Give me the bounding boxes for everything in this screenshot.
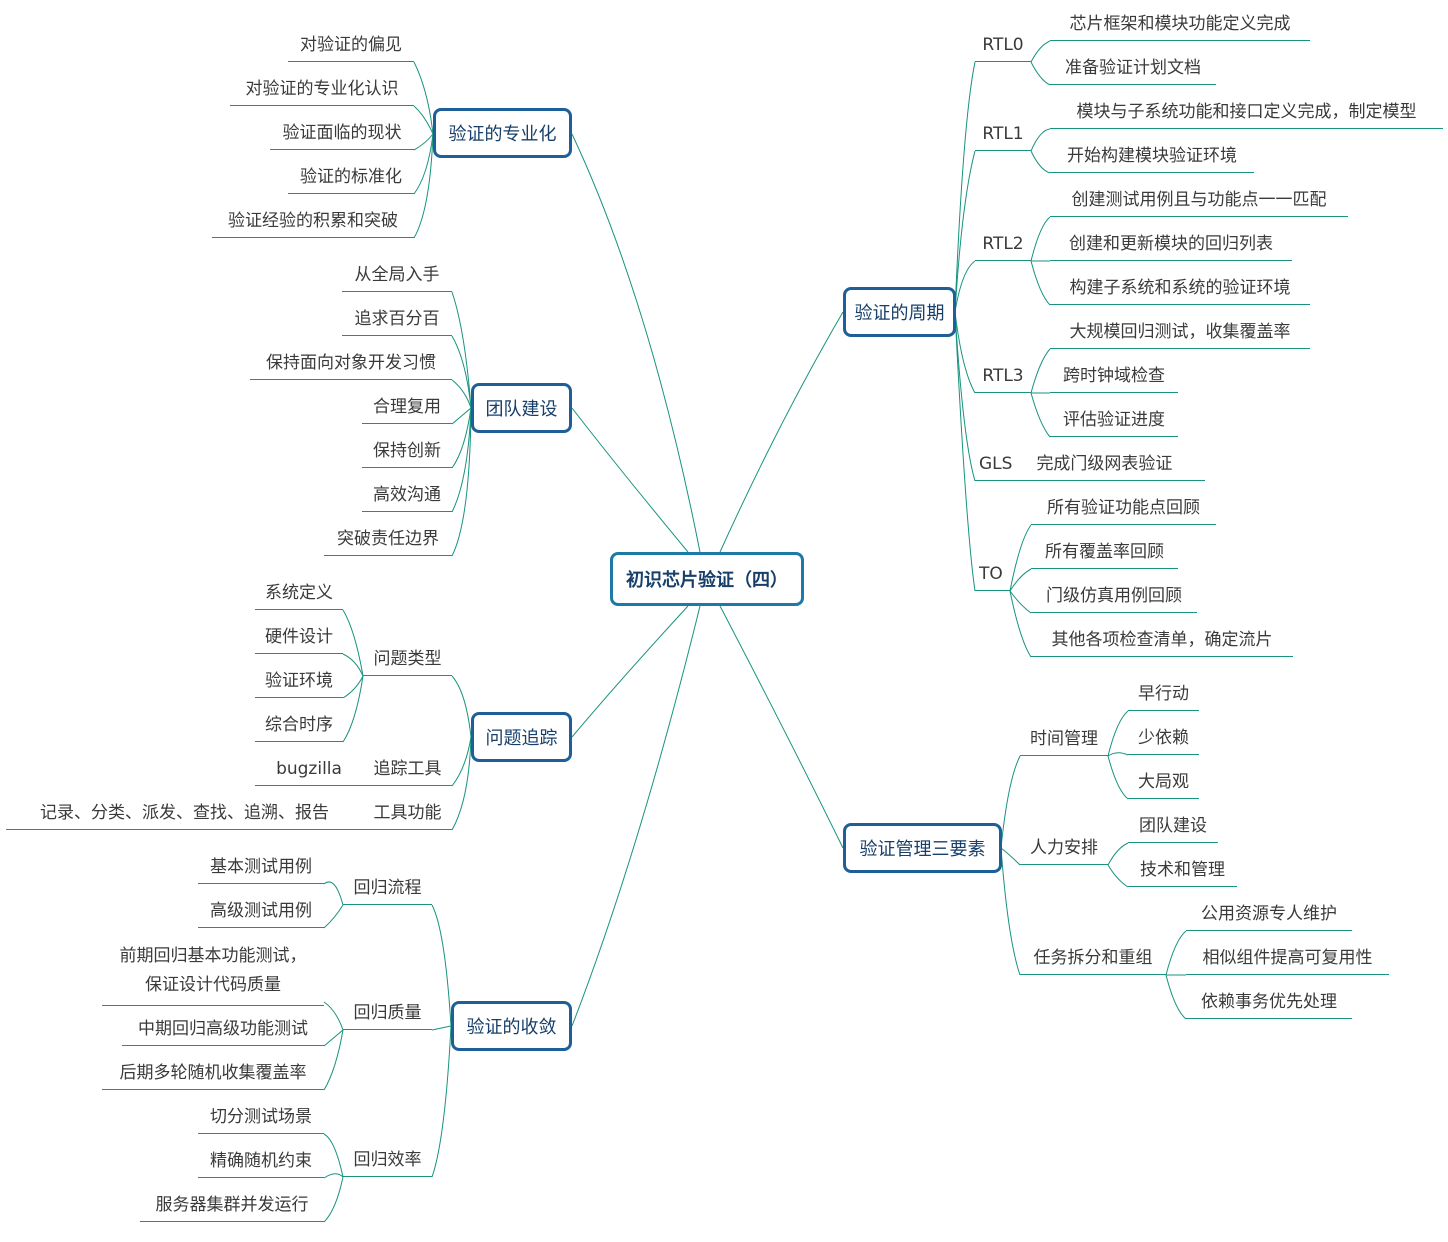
stage-item[interactable]: 大规模回归测试，收集覆盖率: [1050, 321, 1310, 349]
stage-item[interactable]: 芯片框架和模块功能定义完成: [1050, 13, 1310, 41]
stage-label[interactable]: RTL2: [975, 233, 1031, 261]
topic-issue-tracking[interactable]: 问题追踪: [471, 712, 572, 762]
stage-item[interactable]: 构建子系统和系统的验证环境: [1050, 277, 1310, 305]
specialization-item[interactable]: 验证经验的积累和突破: [212, 210, 414, 238]
team-item[interactable]: 突破责任边界: [324, 528, 452, 556]
root-topic[interactable]: 初识芯片验证（四）: [610, 552, 804, 606]
stage-label[interactable]: RTL3: [975, 365, 1031, 393]
tasks-item[interactable]: 依赖事务优先处理: [1186, 991, 1352, 1019]
regression-efficiency-item[interactable]: 切分测试场景: [198, 1106, 324, 1134]
stage-label[interactable]: RTL1: [975, 123, 1031, 151]
tracking-func-label[interactable]: 工具功能: [363, 802, 452, 830]
tracking-func-item[interactable]: 记录、分类、派发、查找、追溯、报告: [6, 802, 363, 830]
stage-item[interactable]: 准备验证计划文档: [1050, 57, 1216, 85]
specialization-item[interactable]: 对验证的专业化认识: [230, 78, 414, 106]
team-item[interactable]: 追求百分百: [342, 308, 452, 336]
management-people-label[interactable]: 人力安排: [1020, 837, 1108, 865]
regression-quality-line: 保证设计代码质量: [145, 975, 281, 995]
stage-label: GLS: [979, 454, 1013, 474]
stage-label[interactable]: TO: [975, 563, 1010, 591]
topic-convergence[interactable]: 验证的收敛: [451, 1001, 572, 1051]
convergence-flow-label[interactable]: 回归流程: [343, 877, 432, 905]
stage-item[interactable]: 创建测试用例且与功能点一一匹配: [1050, 189, 1348, 217]
management-time-label[interactable]: 时间管理: [1020, 728, 1108, 756]
regression-flow-item[interactable]: 高级测试用例: [198, 900, 324, 928]
topic-management[interactable]: 验证管理三要素: [843, 823, 1002, 873]
stage-item[interactable]: 所有覆盖率回顾: [1031, 541, 1178, 569]
issue-type-item[interactable]: 综合时序: [255, 714, 343, 742]
issue-type-item[interactable]: 系统定义: [255, 582, 343, 610]
stage-item[interactable]: 评估验证进度: [1050, 409, 1178, 437]
stage-item: 完成门级网表验证: [1036, 454, 1173, 474]
regression-quality-item[interactable]: 后期多轮随机收集覆盖率: [102, 1062, 324, 1090]
stage-item[interactable]: 模块与子系统功能和接口定义完成，制定模型: [1050, 101, 1443, 129]
convergence-efficiency-label[interactable]: 回归效率: [343, 1149, 432, 1177]
tracking-tool-item[interactable]: bugzilla: [255, 758, 363, 786]
people-item[interactable]: 团队建设: [1128, 815, 1218, 843]
regression-flow-item[interactable]: 基本测试用例: [198, 856, 324, 884]
regression-quality-line: 前期回归基本功能测试，: [119, 946, 307, 966]
time-item[interactable]: 少依赖: [1128, 727, 1199, 755]
issue-type-item[interactable]: 验证环境: [255, 670, 343, 698]
time-item[interactable]: 早行动: [1128, 683, 1199, 711]
topic-specialization[interactable]: 验证的专业化: [433, 108, 572, 158]
stage-item[interactable]: 跨时钟域检查: [1050, 365, 1178, 393]
people-item[interactable]: 技术和管理: [1128, 859, 1237, 887]
specialization-item[interactable]: 验证的标准化: [288, 166, 414, 194]
regression-efficiency-item[interactable]: 精确随机约束: [198, 1150, 324, 1178]
stage-item[interactable]: 创建和更新模块的回归列表: [1050, 233, 1292, 261]
regression-efficiency-item[interactable]: 服务器集群并发运行: [140, 1194, 324, 1222]
regression-quality-item[interactable]: 前期回归基本功能测试， 保证设计代码质量: [102, 942, 324, 1006]
regression-quality-item[interactable]: 中期回归高级功能测试: [122, 1018, 324, 1046]
specialization-item[interactable]: 验证面临的现状: [270, 122, 414, 150]
tasks-item[interactable]: 公用资源专人维护: [1186, 903, 1352, 931]
tasks-item[interactable]: 相似组件提高可复用性: [1186, 947, 1389, 975]
team-item[interactable]: 从全局入手: [342, 264, 452, 292]
stage-gls-row[interactable]: GLS 完成门级网表验证: [975, 453, 1205, 481]
time-item[interactable]: 大局观: [1128, 771, 1199, 799]
team-item[interactable]: 保持面向对象开发习惯: [250, 352, 452, 380]
specialization-item[interactable]: 对验证的偏见: [288, 34, 414, 62]
issue-type-item[interactable]: 硬件设计: [255, 626, 343, 654]
team-item[interactable]: 保持创新: [362, 440, 452, 468]
topic-cycle[interactable]: 验证的周期: [843, 287, 956, 337]
team-item[interactable]: 高效沟通: [362, 484, 452, 512]
topic-team-building[interactable]: 团队建设: [471, 383, 572, 433]
stage-item[interactable]: 其他各项检查清单，确定流片: [1031, 629, 1293, 657]
stage-item[interactable]: 门级仿真用例回顾: [1031, 585, 1197, 613]
stage-item[interactable]: 所有验证功能点回顾: [1031, 497, 1216, 525]
stage-label[interactable]: RTL0: [975, 34, 1031, 62]
tracking-tool-label[interactable]: 追踪工具: [363, 758, 452, 786]
team-item[interactable]: 合理复用: [362, 396, 452, 424]
management-tasks-label[interactable]: 任务拆分和重组: [1020, 947, 1166, 975]
tracking-types-label[interactable]: 问题类型: [363, 648, 452, 676]
convergence-quality-label[interactable]: 回归质量: [343, 1002, 432, 1030]
stage-item[interactable]: 开始构建模块验证环境: [1050, 145, 1254, 173]
